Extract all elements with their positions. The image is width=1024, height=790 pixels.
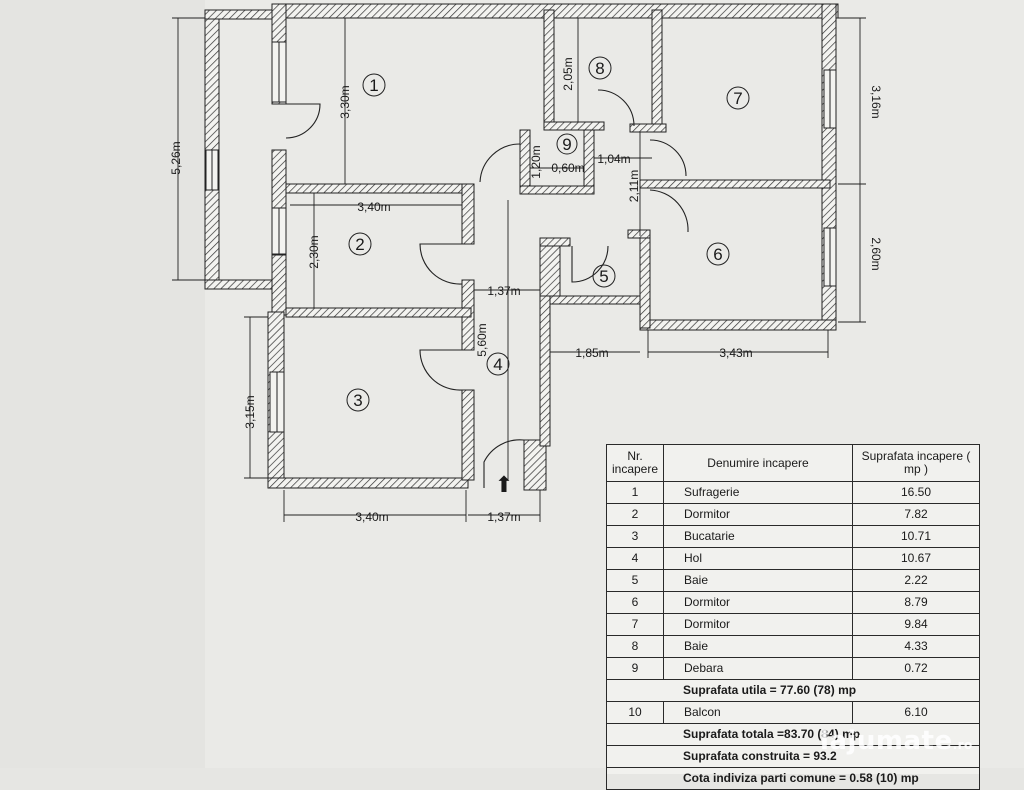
dim-343: 3,43m xyxy=(719,346,752,360)
room-number-6: 6 xyxy=(713,245,722,264)
room-number-9: 9 xyxy=(562,135,571,154)
header-area: Suprafata incapere ( mp ) xyxy=(852,444,980,482)
dim-060: 0,60m xyxy=(551,161,584,175)
dimension-labels: 5,26m 3,30m 3,40m 2,30m 1,37m 5,60m 3,15… xyxy=(169,57,883,524)
dim-137-mid: 1,37m xyxy=(487,284,520,298)
dim-315: 3,15m xyxy=(243,395,257,428)
dim-137-bottom: 1,37m xyxy=(487,510,520,524)
room-numbers xyxy=(346,56,750,412)
dim-230: 2,30m xyxy=(307,235,321,268)
room-number-2: 2 xyxy=(355,235,364,254)
dim-185: 1,85m xyxy=(575,346,608,360)
doors xyxy=(285,89,689,488)
dim-260: 2,60m xyxy=(869,237,883,270)
entrance-arrow-icon: ⬆ xyxy=(495,472,513,497)
room-number-8: 8 xyxy=(595,59,604,78)
summary-row-utila: Suprafata utila = 77.60 (78) mp xyxy=(606,679,980,702)
dim-340-bottom: 3,40m xyxy=(355,510,388,524)
room-area-table: Nr. incapere Denumire incapere Suprafata… xyxy=(606,444,980,790)
room-number-1: 1 xyxy=(369,76,378,95)
header-name: Denumire incapere xyxy=(663,444,853,482)
summary-row-cota: Cota indiviza parti comune = 0.58 (10) m… xyxy=(606,767,980,790)
dim-211: 2,11m xyxy=(627,170,641,202)
windows xyxy=(205,41,837,433)
watermark-logo: lajumate.ro xyxy=(820,726,973,756)
dim-104: 1,04m xyxy=(597,152,630,166)
room-number-5: 5 xyxy=(599,267,608,286)
dimension-lines xyxy=(172,17,866,522)
summary-row-totala: Suprafata totala =83.70 (84) mp xyxy=(606,723,980,746)
dim-330: 3,30m xyxy=(338,85,352,118)
room-number-4: 4 xyxy=(493,355,502,374)
dim-120: 1,20m xyxy=(529,145,543,178)
room-number-7: 7 xyxy=(733,89,742,108)
dim-340-top: 3,40m xyxy=(357,200,390,214)
floor-plan: 5,26m 3,30m 3,40m 2,30m 1,37m 5,60m 3,15… xyxy=(169,3,883,524)
dim-560: 5,60m xyxy=(475,323,489,356)
header-nr: Nr. incapere xyxy=(606,444,664,482)
dim-316: 3,16m xyxy=(869,85,883,118)
dim-205: 2,05m xyxy=(561,57,575,90)
dim-526: 5,26m xyxy=(169,141,183,174)
room-number-3: 3 xyxy=(353,391,362,410)
